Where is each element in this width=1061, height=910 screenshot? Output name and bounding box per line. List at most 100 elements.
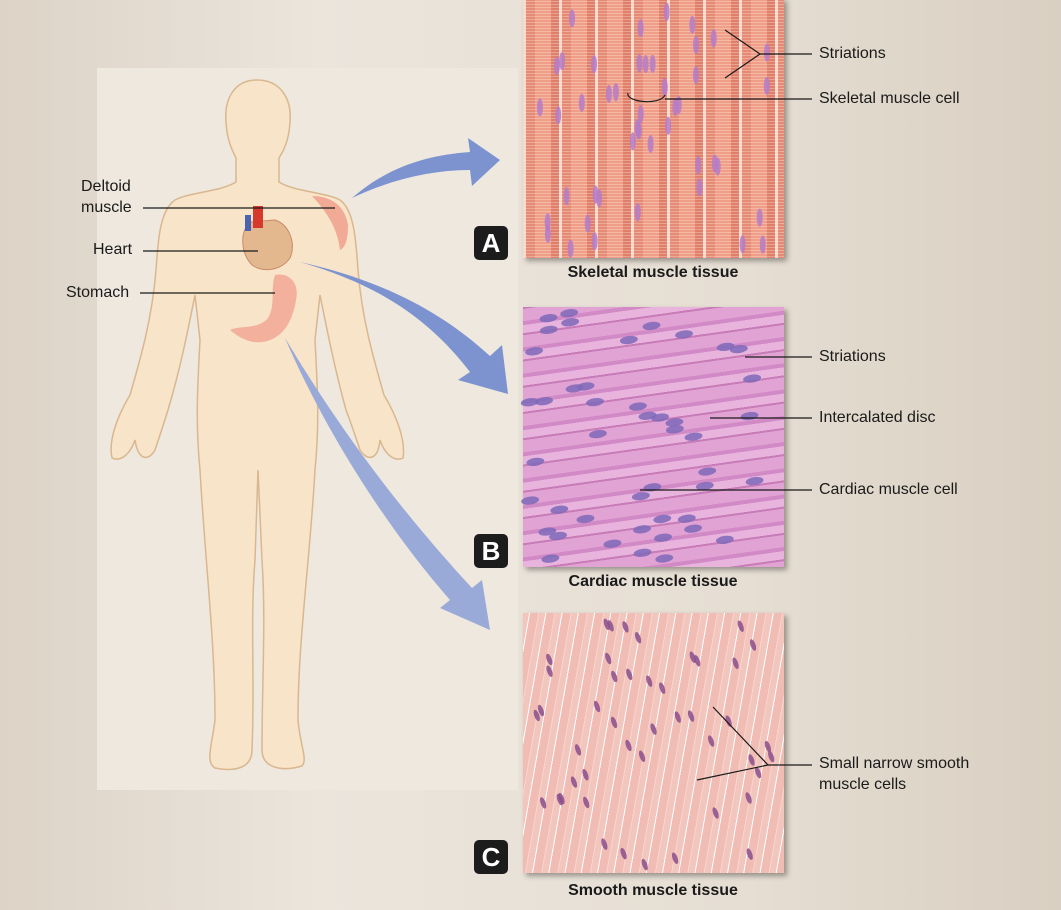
cell-nucleus <box>749 639 757 651</box>
cell-nucleus <box>647 134 654 153</box>
cell-nucleus <box>712 807 719 819</box>
cell-nucleus <box>558 792 565 805</box>
cell-nucleus <box>725 715 732 727</box>
cell-nucleus <box>646 675 653 687</box>
cell-nucleus <box>631 492 650 501</box>
cell-nucleus <box>754 766 762 779</box>
cell-nucleus <box>582 769 589 781</box>
cell-nucleus <box>654 533 672 542</box>
cell-nucleus <box>634 632 642 644</box>
cell-nucleus <box>748 754 755 766</box>
caption-cardiac: Cardiac muscle tissue <box>568 573 738 590</box>
cell-nucleus <box>535 397 553 406</box>
cell-nucleus <box>637 19 644 38</box>
cell-nucleus <box>707 735 715 747</box>
label-deltoid-line2: muscle <box>81 199 132 216</box>
cell-nucleus <box>677 514 696 523</box>
cell-nucleus <box>638 750 646 762</box>
cell-nucleus <box>540 797 547 809</box>
cell-nucleus <box>539 314 558 323</box>
cell-nucleus <box>567 239 574 258</box>
cell-nucleus <box>649 54 656 73</box>
skeletal-tissue-image <box>523 0 784 258</box>
cell-nucleus <box>586 397 604 407</box>
cell-nucleus <box>696 178 703 197</box>
cell-nucleus <box>607 620 614 632</box>
label-stomach: Stomach <box>66 284 130 301</box>
cell-nucleus <box>637 105 644 124</box>
smooth-tissue-image <box>523 613 784 873</box>
cell-nucleus <box>746 848 753 860</box>
cell-nucleus <box>570 776 578 788</box>
cell-nucleus <box>692 66 699 85</box>
cell-nucleus <box>559 52 566 71</box>
label-smooth-cells-line1: Small narrow smooth <box>819 755 970 772</box>
cell-nucleus <box>629 132 636 151</box>
cell-nucleus <box>565 384 584 393</box>
cell-nucleus <box>622 621 629 633</box>
cell-nucleus <box>611 670 618 683</box>
cell-nucleus <box>633 548 652 557</box>
cell-nucleus <box>729 344 748 354</box>
cell-nucleus <box>546 653 553 666</box>
label-deltoid-line1: Deltoid <box>81 178 131 195</box>
cell-nucleus <box>659 682 666 694</box>
cell-nucleus <box>591 232 598 251</box>
cell-nucleus <box>692 35 699 54</box>
leader-lines <box>140 207 335 294</box>
cell-nucleus <box>620 847 627 860</box>
cell-nucleus <box>520 398 539 407</box>
cell-nucleus <box>633 525 651 534</box>
cell-nucleus <box>694 655 701 667</box>
cell-nucleus <box>612 83 619 102</box>
cell-nucleus <box>653 514 672 524</box>
cell-nucleus <box>650 723 657 735</box>
cell-nucleus <box>636 54 643 73</box>
cell-nucleus <box>687 710 695 722</box>
cell-nucleus <box>526 457 545 467</box>
cell-nucleus <box>710 29 717 48</box>
heart-organ <box>242 206 293 271</box>
cell-nucleus <box>674 711 681 723</box>
cell-nucleus <box>634 203 641 222</box>
cell-nucleus <box>689 15 696 34</box>
badge-c: C <box>474 840 508 874</box>
label-intercalated-disc: Intercalated disc <box>819 409 936 426</box>
deltoid-muscle <box>312 196 348 250</box>
cell-nucleus <box>763 43 770 62</box>
label-cardiac-muscle-cell: Cardiac muscle cell <box>819 481 958 498</box>
label-skeletal-muscle-cell: Skeletal muscle cell <box>819 90 960 107</box>
stomach-organ <box>230 274 297 343</box>
cell-nucleus <box>537 704 545 717</box>
cell-nucleus <box>716 342 735 352</box>
cell-nucleus <box>591 55 598 74</box>
cell-nucleus <box>544 224 551 243</box>
cell-nucleus <box>671 852 679 864</box>
badge-b: B <box>474 534 508 568</box>
cell-nucleus <box>569 9 576 28</box>
cell-nucleus <box>764 740 771 753</box>
cell-nucleus <box>583 796 590 809</box>
cell-nucleus <box>576 514 595 524</box>
cell-nucleus <box>768 750 775 763</box>
cell-nucleus <box>546 665 553 677</box>
human-silhouette <box>110 79 405 771</box>
cell-nucleus <box>759 235 766 254</box>
cell-nucleus <box>643 483 662 492</box>
caption-smooth: Smooth muscle tissue <box>568 882 738 899</box>
cell-nucleus <box>539 325 558 335</box>
cell-nucleus <box>732 657 739 669</box>
cell-nucleus <box>642 321 661 331</box>
cell-nucleus <box>603 618 610 631</box>
arrow-to-smooth <box>285 338 490 630</box>
cell-nucleus <box>610 716 618 729</box>
cell-nucleus <box>715 535 734 545</box>
cell-nucleus <box>695 481 714 491</box>
cell-nucleus <box>563 187 570 206</box>
cell-nucleus <box>689 651 696 663</box>
label-smooth-cells-line2: muscle cells <box>819 776 907 793</box>
cell-nucleus <box>745 476 764 486</box>
cell-nucleus <box>628 402 647 411</box>
cell-nucleus <box>651 413 669 422</box>
